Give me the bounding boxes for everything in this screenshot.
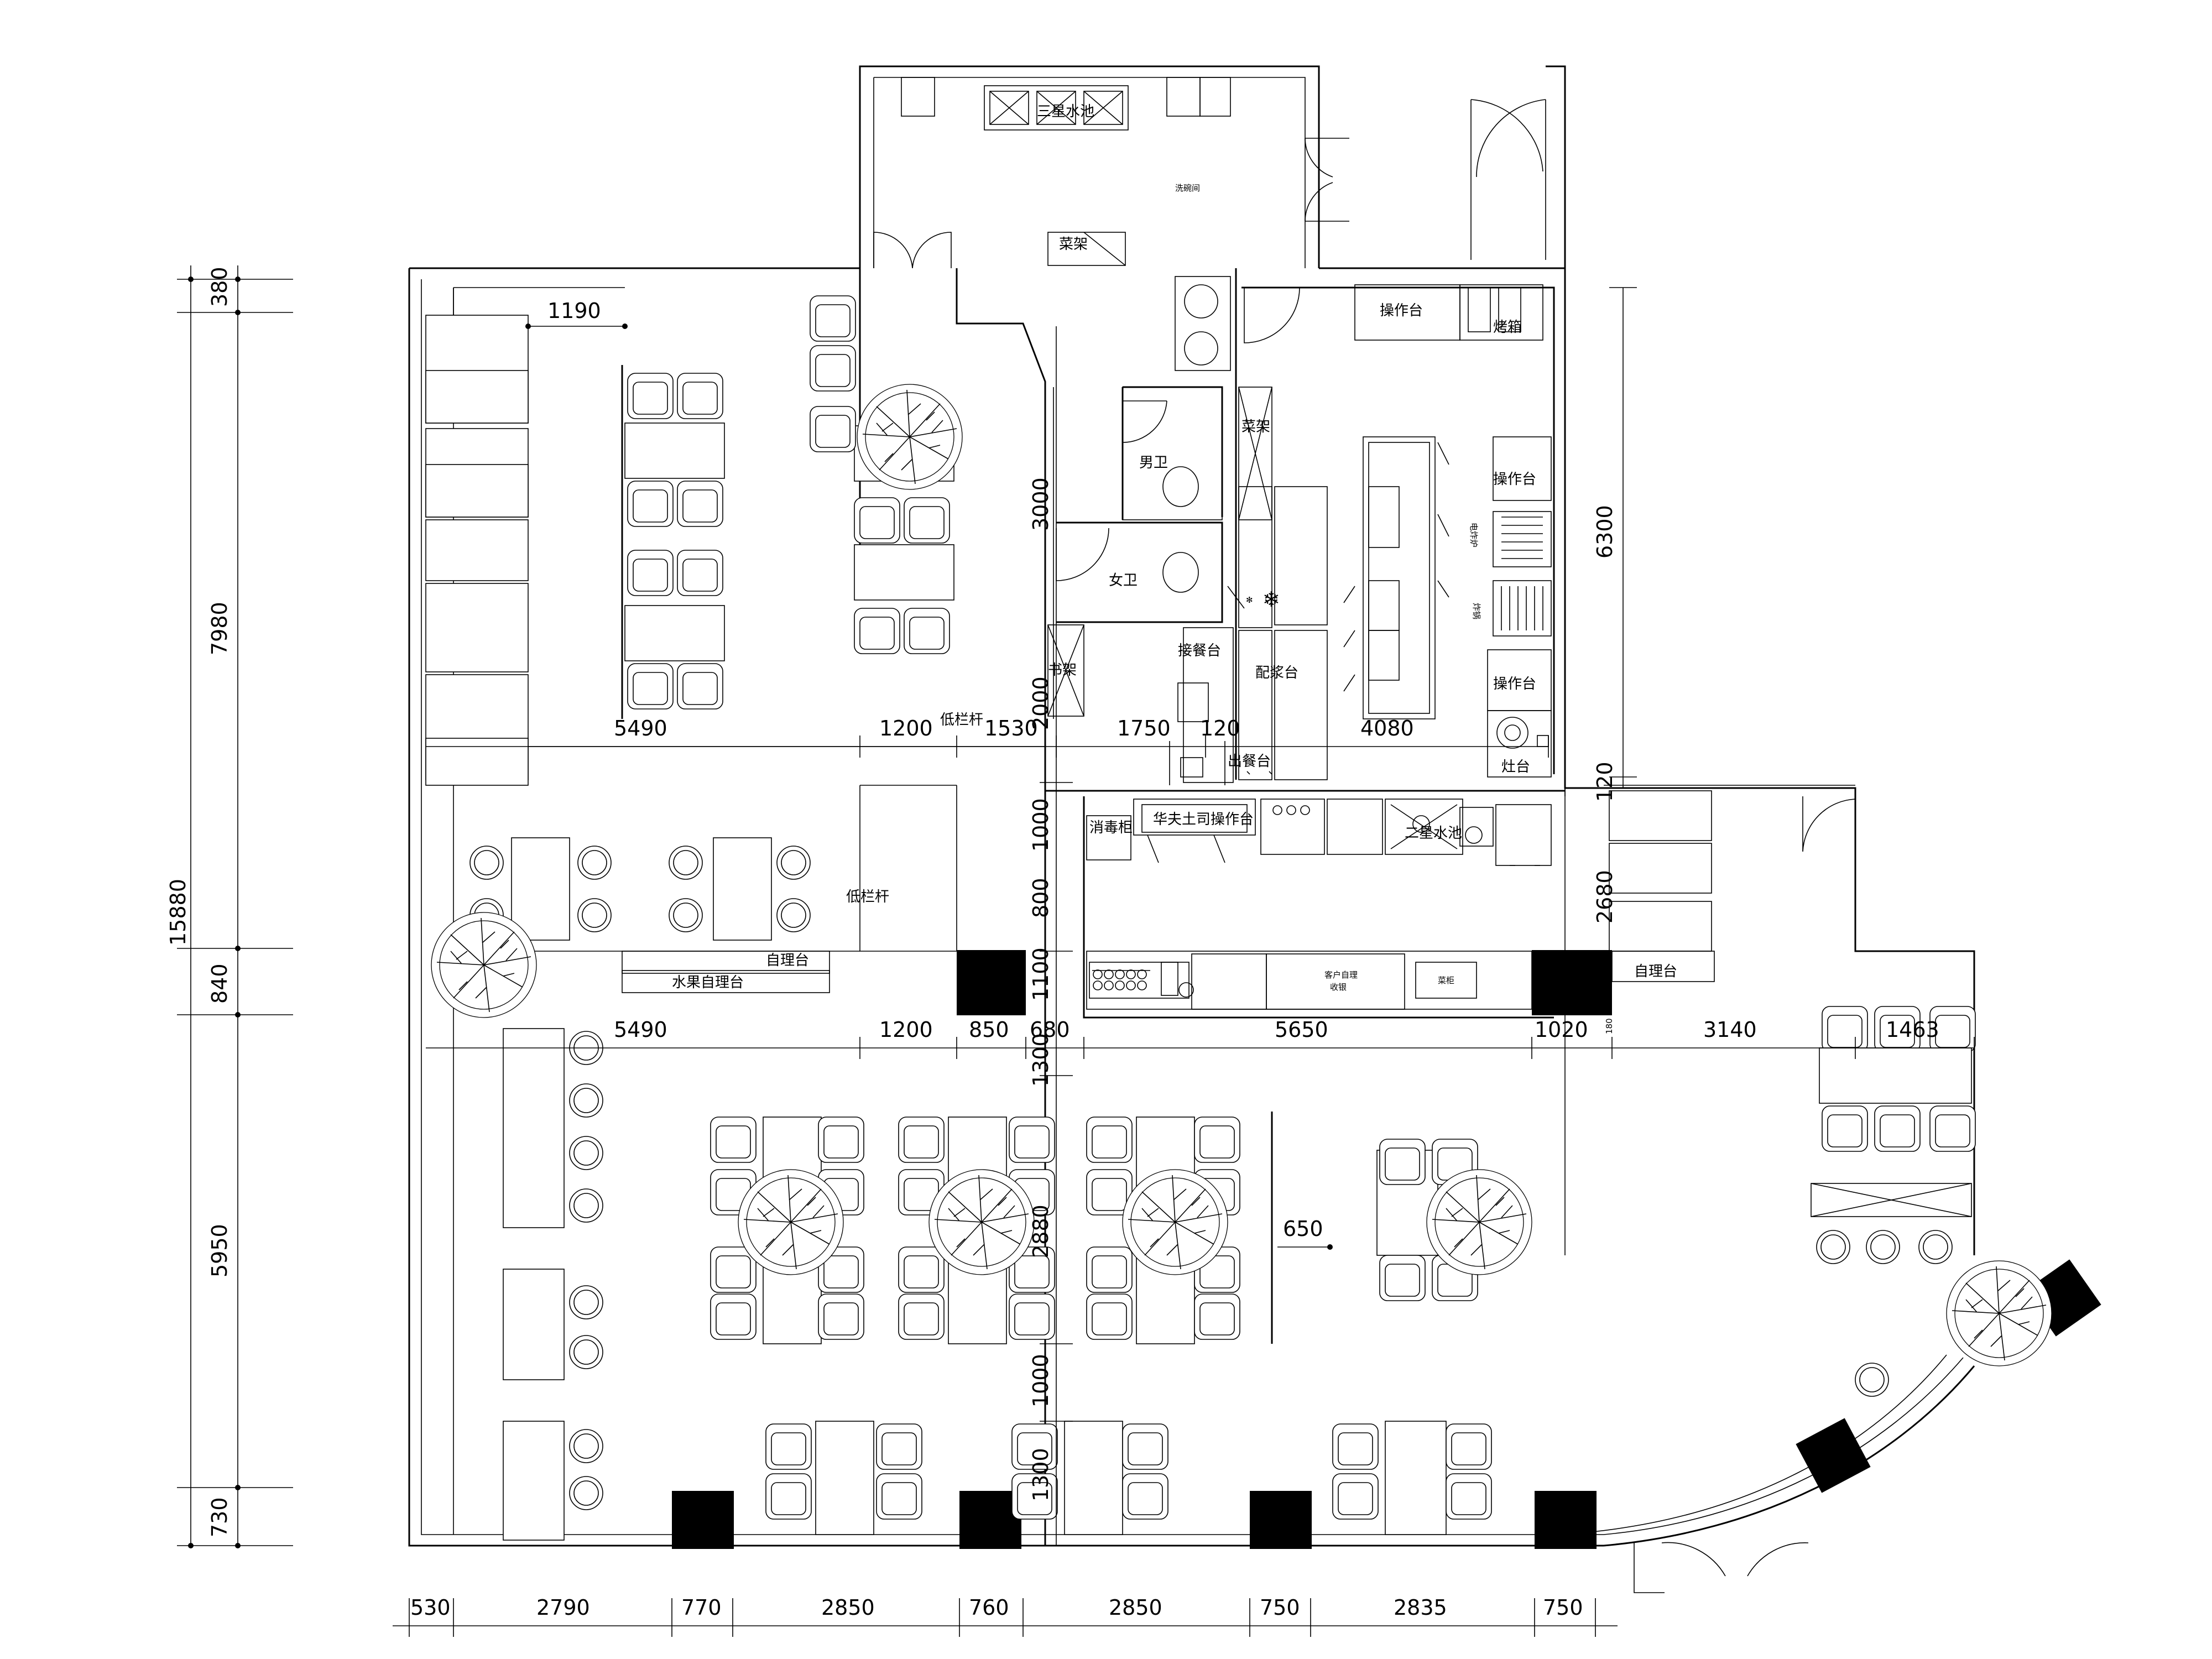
dim-vert-1300-a: 1300 <box>1029 1033 1053 1087</box>
right-seating <box>1564 785 2052 1593</box>
dim-left-5950: 5950 <box>207 1224 232 1277</box>
dim-bottom-760: 760 <box>969 1595 1009 1620</box>
dim-bottom-750-b: 750 <box>1543 1595 1583 1620</box>
dim-vert-1000-b: 1000 <box>1029 1354 1053 1407</box>
label-kitchen-shelf: 菜架 <box>1241 419 1270 435</box>
dim-vert-800: 800 <box>1029 878 1053 918</box>
dim-row2-850: 850 <box>969 1018 1009 1042</box>
dim-right-180: 180 <box>1604 1018 1614 1034</box>
column <box>1796 1418 1871 1493</box>
dim-bottom-750-a: 750 <box>1260 1595 1300 1620</box>
dim-row2-680: 680 <box>1030 1018 1070 1042</box>
column <box>957 950 1026 1015</box>
dim-bottom-2850-b: 2850 <box>1109 1595 1162 1620</box>
booth-seating <box>425 287 963 786</box>
dim-row2-1463: 1463 <box>1886 1018 1939 1042</box>
dim-650: 650 <box>1283 1217 1323 1241</box>
washroom-area <box>873 77 1546 343</box>
column <box>959 1491 1021 1549</box>
dim-row2-1020: 1020 <box>1535 1018 1588 1042</box>
dim-left-7980: 7980 <box>207 602 232 655</box>
dim-bottom-2790: 2790 <box>536 1595 590 1620</box>
dim-vert-1100: 1100 <box>1029 947 1053 1001</box>
label-sink-top: 三星水池 <box>1037 103 1094 120</box>
kitchen: ✻ ❄ <box>1169 284 1552 785</box>
label-disinfect: 消毒柜 <box>1089 820 1133 836</box>
label-fruit-self: 水果自理台 <box>672 974 744 991</box>
dim-row1-1530: 1530 <box>984 716 1038 740</box>
column <box>672 1491 734 1549</box>
dim-right-2680: 2680 <box>1593 870 1617 924</box>
svg-text:❄: ❄ <box>1262 587 1280 612</box>
dim-row2-3140: 3140 <box>1703 1018 1757 1042</box>
room-labels: 洗碗间 三星水池 菜架 男卫 女卫 书架 低栏杆 低栏杆 接餐台 配浆台 出餐台… <box>672 103 1677 992</box>
dim-row2-5650: 5650 <box>1275 1018 1328 1042</box>
label-fryer-1: 电炸炉 <box>1469 523 1479 547</box>
dim-row1-5490: 5490 <box>614 716 667 740</box>
dim-vert-2880: 2880 <box>1029 1204 1053 1258</box>
label-shelf-top: 菜架 <box>1059 236 1088 253</box>
label-low-rail-1: 低栏杆 <box>940 712 983 728</box>
round-table-area <box>431 785 957 1018</box>
column <box>1532 950 1612 1015</box>
dim-bottom-2835: 2835 <box>1394 1595 1447 1620</box>
dim-row1-120: 120 <box>1200 716 1240 740</box>
dim-row1-4080: 4080 <box>1360 716 1414 740</box>
dim-vert-2000: 2000 <box>1029 676 1053 730</box>
label-self-serve-1: 自理台 <box>766 952 809 969</box>
column <box>1535 1491 1597 1549</box>
label-cashier-1: 客户自理 <box>1324 970 1358 980</box>
dim-right-120: 120 <box>1593 761 1617 802</box>
dim-row2-1200: 1200 <box>879 1018 933 1042</box>
label-op-counter-2: 操作台 <box>1493 471 1536 488</box>
main-dining <box>503 1028 1532 1541</box>
label-waffle: 华夫土司操作台 <box>1153 811 1254 828</box>
label-sauce-counter: 配浆台 <box>1255 665 1298 681</box>
label-receive-counter: 接餐台 <box>1178 643 1221 659</box>
dimension-labels: 380 7980 15880 840 5950 730 530 2790 770… <box>166 267 1939 1620</box>
label-low-rail-2: 低栏杆 <box>846 889 889 905</box>
label-male-wc: 男卫 <box>1139 455 1168 471</box>
dim-row2-5490: 5490 <box>614 1018 667 1042</box>
dim-vert-1000-a: 1000 <box>1029 798 1053 852</box>
dim-left-840: 840 <box>207 963 232 1004</box>
dimension-lines <box>177 265 1975 1637</box>
label-oven: 烤箱 <box>1493 319 1522 336</box>
label-fryer-2: 炸锅 <box>1472 603 1481 619</box>
dim-left-15880: 15880 <box>166 879 190 946</box>
outer-walls <box>408 65 1975 1547</box>
label-washroom: 洗碗间 <box>1175 183 1200 193</box>
dim-right-6300: 6300 <box>1593 505 1617 559</box>
svg-text:✻: ✻ <box>1246 595 1253 605</box>
label-cashier-2: 收银 <box>1330 982 1347 992</box>
dim-row1-1750: 1750 <box>1117 716 1171 740</box>
label-stove: 灶台 <box>1501 759 1530 775</box>
label-self-serve-2: 自理台 <box>1634 963 1677 980</box>
service-counter <box>1086 799 1552 1010</box>
dim-bottom-2850-a: 2850 <box>821 1595 875 1620</box>
dim-left-730: 730 <box>207 1497 232 1537</box>
dim-bottom-530: 530 <box>410 1595 451 1620</box>
label-out-counter: 出餐台 <box>1228 753 1271 770</box>
column <box>1250 1491 1312 1549</box>
label-sink-2: 二星水池 <box>1405 825 1462 842</box>
dim-vert-1300-b: 1300 <box>1029 1448 1053 1501</box>
label-op-counter-3: 操作台 <box>1493 676 1536 692</box>
label-bookshelf: 书架 <box>1048 662 1077 679</box>
dim-left-380: 380 <box>207 267 232 307</box>
dim-bottom-770: 770 <box>681 1595 722 1620</box>
label-bar: 菜柜 <box>1438 975 1454 985</box>
restrooms <box>1045 276 1231 791</box>
label-female-wc: 女卫 <box>1109 572 1138 589</box>
label-op-counter-1: 操作台 <box>1380 302 1423 319</box>
dim-vert-3000: 3000 <box>1029 477 1053 531</box>
dim-1190: 1190 <box>547 299 601 323</box>
dim-row1-1200: 1200 <box>879 716 933 740</box>
